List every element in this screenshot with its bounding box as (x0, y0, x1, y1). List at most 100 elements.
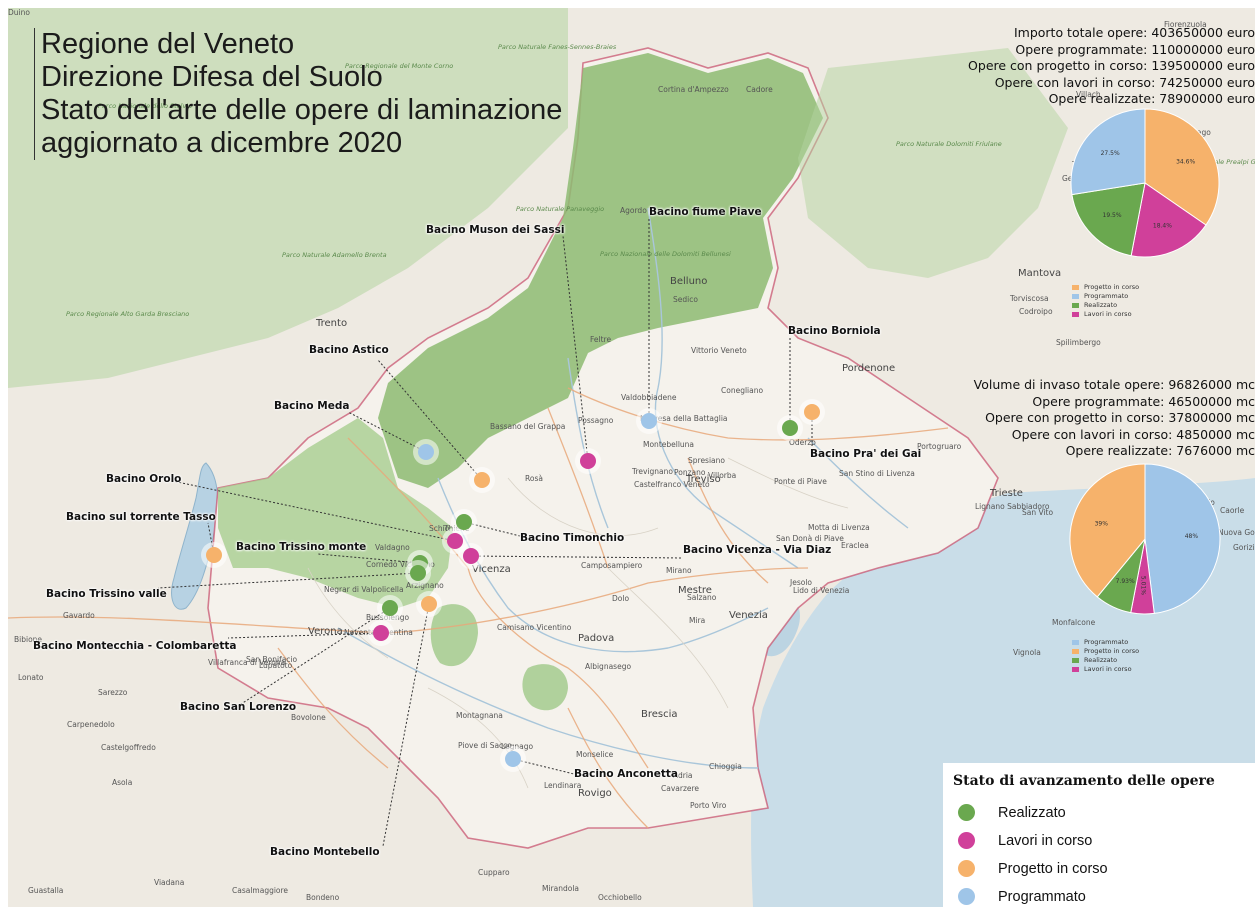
place-label: Spresiano (688, 456, 725, 465)
basin-marker[interactable] (418, 444, 434, 460)
pie-legend-swatch (1072, 640, 1079, 645)
basin-marker[interactable] (447, 533, 463, 549)
basin-marker[interactable] (505, 751, 521, 767)
park-label: Parco Naturale Panaveggio (516, 205, 605, 213)
place-label: Brescia (641, 709, 678, 720)
place-label: Torviscosa (1010, 294, 1049, 303)
pie-legend-label: Realizzato (1084, 301, 1118, 309)
place-label: Lido di Venezia (793, 586, 850, 595)
pie-legend-item: Realizzato (1072, 656, 1139, 665)
place-label: Carpenedolo (67, 720, 115, 729)
pie-legend-swatch (1072, 285, 1079, 290)
pie-legend-label: Realizzato (1084, 656, 1118, 664)
basin-label[interactable]: Bacino Vicenza - Via Diaz (683, 544, 832, 556)
place-label: Caorle (1220, 506, 1245, 515)
place-label: Portogruaro (917, 442, 962, 451)
leader-lines (157, 218, 813, 847)
alps-west (8, 8, 568, 388)
pie-legend-swatch (1072, 294, 1079, 299)
place-label: Viadana (154, 878, 185, 887)
leader-line (377, 359, 483, 481)
title-line: Direzione Difesa del Suolo (41, 61, 383, 93)
pie-legend-swatch (1072, 667, 1079, 672)
basin-label[interactable]: Bacino Borniola (788, 325, 881, 337)
roads (8, 387, 949, 829)
basin-marker[interactable] (421, 596, 437, 612)
pie-legend-swatch (1072, 312, 1079, 317)
legend-item-progetto-in-corso: Progetto in corso (958, 860, 1108, 877)
basin-marker[interactable] (373, 625, 389, 641)
place-label: Chioggia (709, 762, 742, 771)
place-label: Vicenza (472, 564, 511, 575)
basin-label[interactable]: Bacino Trissino valle (46, 588, 167, 600)
euganei-hills (522, 664, 568, 711)
place-label: Monfalcone (1052, 618, 1096, 627)
basin-marker[interactable] (206, 547, 222, 563)
legend-swatch (958, 860, 975, 877)
basin-label[interactable]: Bacino Montebello (270, 846, 380, 858)
basin-marker[interactable] (463, 548, 479, 564)
leader-line (382, 603, 430, 847)
pie-value-label: 34.6% (1176, 159, 1195, 166)
place-label: Verona (308, 626, 343, 637)
legend-item-programmato: Programmato (958, 888, 1086, 905)
basin-marker[interactable] (804, 404, 820, 420)
basin-label[interactable]: Bacino San Lorenzo (180, 701, 297, 713)
pie-legend-label: Lavori in corso (1084, 310, 1132, 318)
basin-marker[interactable] (641, 413, 657, 429)
park-label: Parco Naturale Adamello Brenta (282, 251, 387, 259)
basin-marker[interactable] (382, 600, 398, 616)
place-label: Bassano del Grappa (490, 422, 566, 431)
basin-label[interactable]: Bacino Orolo (106, 473, 182, 485)
basin-marker[interactable] (580, 453, 596, 469)
place-label: Rosà (525, 474, 543, 483)
place-label: Valdagno (375, 543, 410, 552)
place-label: Treviso (686, 474, 721, 485)
place-label: Schio (429, 524, 450, 533)
place-label: Gorizia (1233, 543, 1255, 552)
place-label: Camposampiero (581, 561, 643, 570)
pie-legend-label: Progetto in corso (1084, 647, 1140, 655)
park-label: Parco Naturale Fanes-Sennes-Braies (498, 43, 617, 51)
basin-label[interactable]: Bacino Timonchio (520, 532, 625, 544)
place-label: San Donà di Piave (776, 534, 844, 543)
basin-label[interactable]: Bacino Montecchia - Colombaretta (33, 640, 237, 652)
legend-item-realizzato: Realizzato (958, 804, 1066, 821)
pie-slice (1130, 182, 1207, 258)
basin-label[interactable]: Bacino Pra' dei Gai (810, 448, 922, 460)
basin-label[interactable]: Bacino sul torrente Tasso (66, 511, 216, 523)
place-label: Sedico (673, 295, 698, 304)
leader-line (317, 553, 421, 564)
pie-legend-item: Programmato (1072, 292, 1139, 301)
basin-marker[interactable] (410, 565, 426, 581)
place-label: Montagnana (456, 711, 503, 720)
basin-marker[interactable] (474, 472, 490, 488)
park-label: Parco Nazionale dello Stelvio (98, 102, 193, 110)
basin-label[interactable]: Bacino Muson dei Sassi (426, 224, 565, 236)
basin-label[interactable]: Bacino Trissino monte (236, 541, 367, 553)
place-label: Montebelluna (643, 440, 695, 449)
legend-label: Progetto in corso (998, 860, 1108, 877)
place-label: San Bonifacio (246, 655, 298, 664)
leader-line (470, 555, 684, 559)
basin-marker[interactable] (782, 420, 798, 436)
cost-stat-line: Opere realizzate: 78900000 euro (1048, 91, 1255, 106)
place-label: Cadore (746, 85, 773, 94)
basin-marker[interactable] (456, 514, 472, 530)
place-label: Conegliano (721, 386, 764, 395)
basin-label[interactable]: Bacino Astico (309, 344, 389, 356)
pie-value-label: 39% (1095, 520, 1109, 527)
place-label: San Stino di Livenza (839, 469, 915, 478)
basin-label[interactable]: Bacino fiume Piave (649, 206, 762, 218)
park-label: Parco Regionale Alto Garda Bresciano (66, 310, 190, 318)
pie-value-label: 19.5% (1103, 212, 1122, 219)
volume-stat-line: Opere con lavori in corso: 4850000 mc (1011, 426, 1255, 442)
pie-legend-label: Programmato (1084, 638, 1129, 646)
place-label: Feltre (590, 335, 612, 344)
place-label: Arzignano (406, 581, 444, 590)
volume-stat-line: Opere con progetto in corso: 37800000 mc (985, 410, 1255, 425)
basin-label[interactable]: Bacino Anconetta (574, 768, 679, 780)
basin-label[interactable]: Bacino Meda (274, 400, 350, 412)
